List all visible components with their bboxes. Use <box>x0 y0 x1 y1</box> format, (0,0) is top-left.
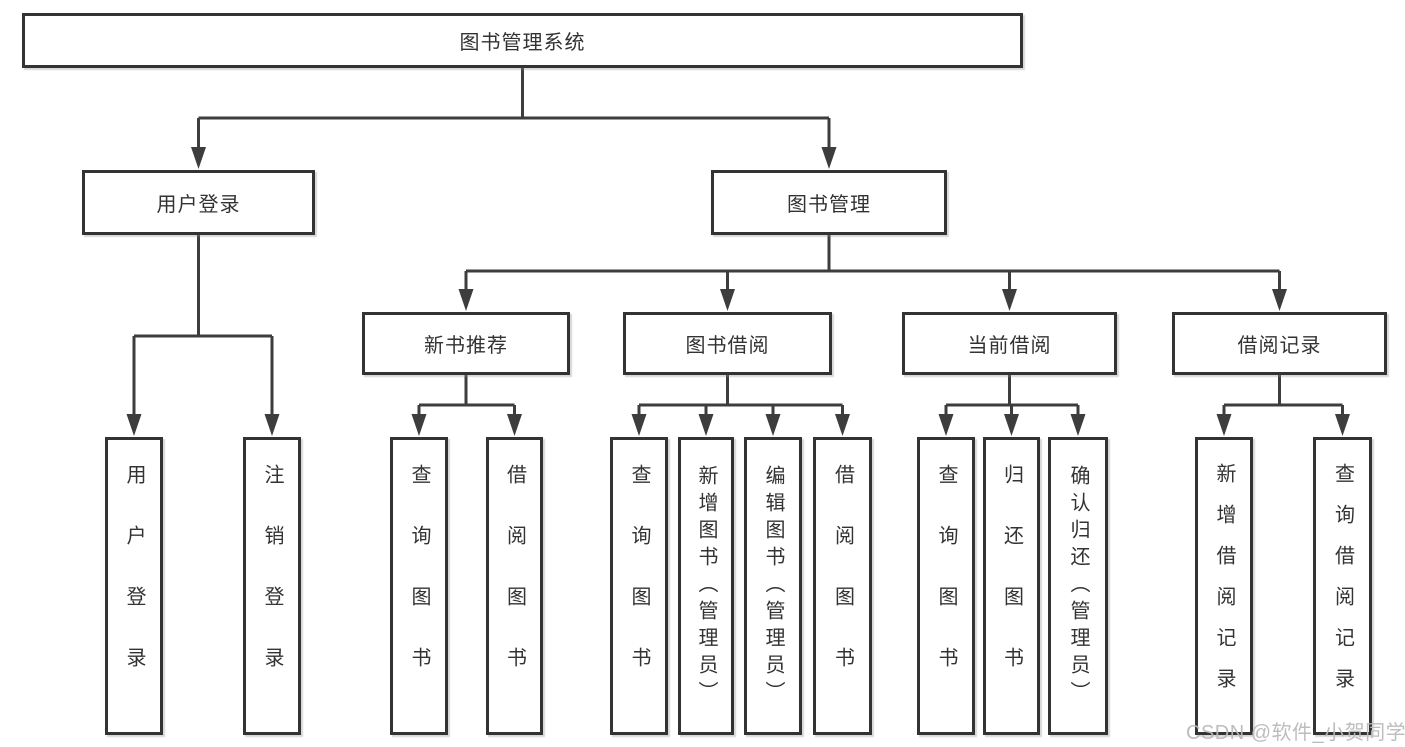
node-v-query-borrow-record: 查询借阅记录 <box>1313 437 1372 735</box>
node-v-query-book-3: 查询图书 <box>917 437 975 735</box>
node-label: 查询图书 <box>935 464 957 708</box>
node-label: 归还图书 <box>1000 464 1023 708</box>
arrow-down-icon <box>720 289 735 311</box>
node-v-add-book: 新增图书（管理员） <box>678 437 734 735</box>
arrow-down-icon <box>1070 414 1086 436</box>
node-label: 查询图书 <box>628 464 650 708</box>
arrow-down-icon <box>938 414 954 436</box>
node-v-query-book-1: 查询图书 <box>390 437 448 735</box>
node-book-borrow: 图书借阅 <box>623 312 832 375</box>
node-label: 新书推荐 <box>424 335 508 357</box>
watermark: CSDN @软件_小贺同学 <box>1186 722 1405 744</box>
node-book-mgmt: 图书管理 <box>711 170 947 235</box>
arrow-down-icon <box>264 414 280 436</box>
node-label: 查询图书 <box>408 464 430 708</box>
node-v-query-book-2: 查询图书 <box>610 437 668 735</box>
node-v-user-login: 用户登录 <box>105 437 163 735</box>
node-label: 借阅记录 <box>1237 335 1322 357</box>
node-v-add-borrow-record: 新增借阅记录 <box>1195 437 1253 735</box>
arrow-down-icon <box>1335 414 1350 436</box>
arrow-down-icon <box>411 414 427 436</box>
node-label: 用户登录 <box>123 464 145 708</box>
arrow-down-icon <box>821 147 837 169</box>
arrow-down-icon <box>1272 289 1287 311</box>
node-label: 用户登录 <box>156 194 241 216</box>
arrow-down-icon <box>507 414 522 436</box>
node-borrow-records: 借阅记录 <box>1172 312 1387 375</box>
node-label: 新增图书（管理员） <box>695 464 717 708</box>
node-user-login: 用户登录 <box>82 170 315 235</box>
node-label: 图书借阅 <box>685 335 770 357</box>
node-label: 确认归还（管理员） <box>1067 464 1089 708</box>
node-current-borrow: 当前借阅 <box>902 312 1117 375</box>
node-v-borrow-book-2: 借阅图书 <box>813 437 872 735</box>
arrow-down-icon <box>835 414 850 436</box>
node-label: 借阅图书 <box>831 464 854 708</box>
arrow-down-icon <box>1004 414 1019 436</box>
node-v-borrow-book-1: 借阅图书 <box>486 437 543 735</box>
node-root: 图书管理系统 <box>22 13 1023 68</box>
node-label: 注销登录 <box>261 464 283 708</box>
node-label: 借阅图书 <box>503 464 526 708</box>
node-v-edit-book: 编辑图书（管理员） <box>744 437 802 735</box>
arrow-down-icon <box>631 414 647 436</box>
node-label: 图书管理系统 <box>459 32 586 54</box>
arrow-down-icon <box>1002 289 1017 311</box>
node-label: 编辑图书（管理员） <box>762 464 784 708</box>
node-v-confirm-return: 确认归还（管理员） <box>1048 437 1108 735</box>
arrow-down-icon <box>698 414 714 436</box>
arrow-down-icon <box>458 289 474 311</box>
arrow-down-icon <box>126 414 142 436</box>
node-label: 新增借阅记录 <box>1213 463 1235 709</box>
arrow-down-icon <box>191 147 206 169</box>
node-label: 查询借阅记录 <box>1331 463 1354 709</box>
node-label: 当前借阅 <box>967 335 1052 357</box>
node-v-logout: 注销登录 <box>243 437 301 735</box>
node-new-book-rec: 新书推荐 <box>362 312 570 375</box>
node-v-return-book: 归还图书 <box>983 437 1040 735</box>
node-label: 图书管理 <box>787 194 871 216</box>
arrow-down-icon <box>765 414 781 436</box>
arrow-down-icon <box>1216 414 1232 436</box>
